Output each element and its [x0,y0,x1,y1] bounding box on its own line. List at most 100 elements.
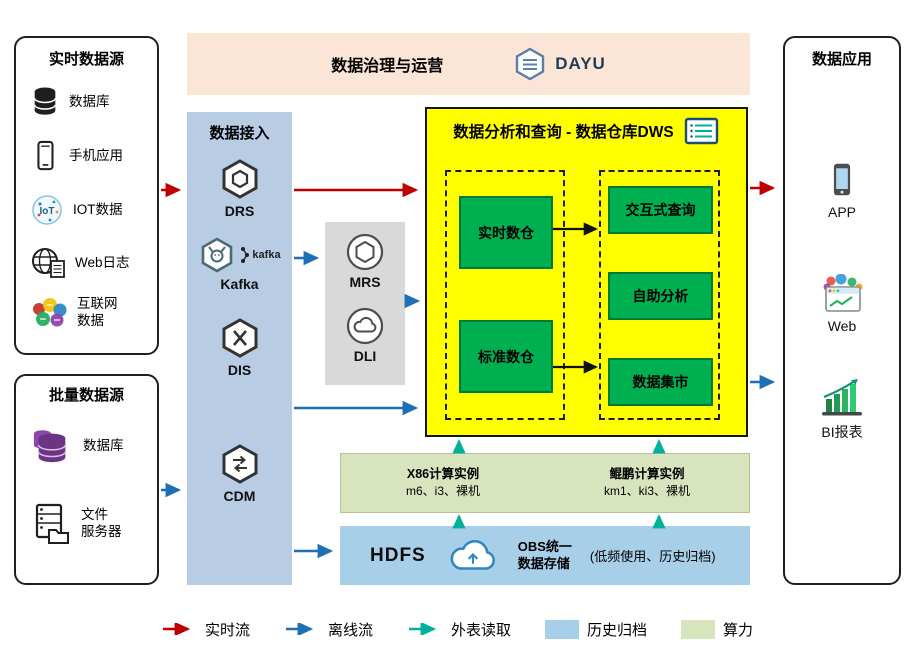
obs-title-line1: OBS统一 [517,538,572,554]
app-phone-icon [833,163,851,196]
drs-hexagon-icon [222,159,257,199]
legend-external-arrow-icon [408,623,437,635]
file-server-icon [35,503,69,544]
app-item-bi: BI报表 [785,376,899,442]
ingestion-item-drs: DRS [187,157,292,219]
legend-label: 历史归档 [587,621,648,639]
legend-label: 外表读取 [450,621,511,639]
web-browser-icon [823,274,863,312]
source-label: 互联网 数据 [77,296,118,328]
web-log-globe-icon [32,248,65,278]
legend-compute-swatch [681,619,716,639]
cdm-hexagon-icon [222,444,257,484]
phone-icon [37,140,54,171]
database-purple-icon [33,430,67,463]
ingestion-label: Kafka [220,276,259,292]
source-label: 数据库 [83,437,124,453]
service-box-data-mart: 数据集市 [608,358,713,406]
source-item-database-batch: 数据库 [30,426,124,466]
source-label: IOT数据 [73,201,123,217]
obs-note: (低频使用、历史归档) [589,549,716,564]
source-item-internet: 互联网 数据 [30,296,118,330]
app-item-app: APP [785,160,899,220]
kafka-wordmark: kafka [238,246,281,264]
ingestion-item-kafka: kafka Kafka [187,236,292,292]
legend-label: 离线流 [327,621,373,639]
applications-title: 数据应用 [811,51,872,68]
x86-title: X86计算实例 [406,467,480,482]
ingestion-panel: 数据接入 DRS [187,112,292,585]
processing-item-mrs: MRS [325,232,405,290]
internet-data-icon [33,297,67,327]
legend: 实时流 离线流 外表读取 历史归档 算力 [0,614,914,644]
legend-item-archive: 历史归档 [545,619,647,640]
governance-title: 数据治理与运营 [331,58,444,75]
legend-item-offline: 离线流 [284,619,373,640]
app-label: BI报表 [821,424,863,440]
processing-label: DLI [353,348,377,364]
source-label: 手机应用 [69,147,123,163]
database-icon [33,87,57,115]
legend-label: 算力 [723,621,754,639]
dayu-brand-text: DAYU [555,54,606,73]
ingestion-label: CDM [223,488,256,504]
governance-banner: 数据治理与运营 DAYU [187,33,750,95]
storage-panel: HDFS OBS统一 数据存储 (低频使用、历史归档) [340,526,750,585]
source-item-weblog: Web日志 [30,246,130,280]
obs-cloud-icon [450,539,495,570]
source-label: Web日志 [75,254,130,270]
kunpeng-compute-group: 鲲鹏计算实例 km1、ki3、裸机 [545,465,749,501]
iot-icon: IoT [32,195,62,225]
batch-sources-title: 批量数据源 [48,387,124,404]
source-label: 数据库 [69,93,110,109]
dayu-logo: DAYU [513,46,606,82]
dli-icon [346,307,384,345]
legend-item-external: 外表读取 [407,619,511,640]
kunpeng-title: 鲲鹏计算实例 [609,467,685,482]
ingestion-item-dis: DIS [187,316,292,378]
obs-title: OBS统一 数据存储 [518,539,572,573]
legend-realtime-arrow-icon [162,623,191,635]
processing-item-dli: DLI [325,306,405,364]
kafka-wordmark-text: kafka [252,249,281,261]
legend-offline-arrow-icon [285,623,314,635]
ingestion-label: DRS [224,203,255,219]
warehouse-group: 实时数仓 标准数仓 [445,170,565,420]
dws-panel: 数据分析和查询 - 数据仓库DWS 实时数仓 标准数仓 交互式查询 自助分析 数… [425,107,748,437]
compute-panel: X86计算实例 m6、i3、裸机 鲲鹏计算实例 km1、ki3、裸机 [340,453,750,513]
app-label: Web [827,318,857,334]
dis-hexagon-icon [222,318,257,358]
service-box-self-analysis: 自助分析 [608,272,713,320]
realtime-sources-title: 实时数据源 [48,51,124,68]
x86-compute-group: X86计算实例 m6、i3、裸机 [341,465,545,501]
processing-label: MRS [349,274,381,290]
app-item-web: Web [785,274,899,334]
service-box-interactive-query: 交互式查询 [608,186,713,234]
legend-item-realtime: 实时流 [161,619,250,640]
processing-panel: MRS DLI [325,222,405,385]
dayu-hexagon-icon [516,47,545,81]
ingestion-item-cdm: CDM [187,442,292,504]
services-group: 交互式查询 自助分析 数据集市 [599,170,720,420]
kafka-logo-icon [241,247,250,263]
app-label: APP [827,204,856,220]
ingestion-label: DIS [227,362,252,378]
source-label: 文件 服务器 [81,507,122,539]
dws-title: 数据分析和查询 - 数据仓库DWS [453,124,674,141]
source-item-file-server: 文件 服务器 [30,502,122,546]
legend-item-compute: 算力 [681,619,753,640]
legend-archive-swatch [545,619,579,639]
realtime-sources-panel: 实时数据源 数据库 手机应用 IoT [14,36,159,355]
warehouse-box-realtime: 实时数仓 [459,196,553,269]
source-item-iot: IoT IOT数据 [30,193,123,227]
source-item-phone: 手机应用 [30,140,123,172]
mrs-icon [346,233,384,271]
bi-report-icon [822,379,862,416]
legend-label: 实时流 [204,621,250,639]
dws-document-icon [684,117,718,145]
ingestion-title: 数据接入 [209,125,270,142]
x86-models: m6、i3、裸机 [405,484,480,499]
source-item-database: 数据库 [30,86,110,118]
svg-text:IoT: IoT [40,206,55,217]
